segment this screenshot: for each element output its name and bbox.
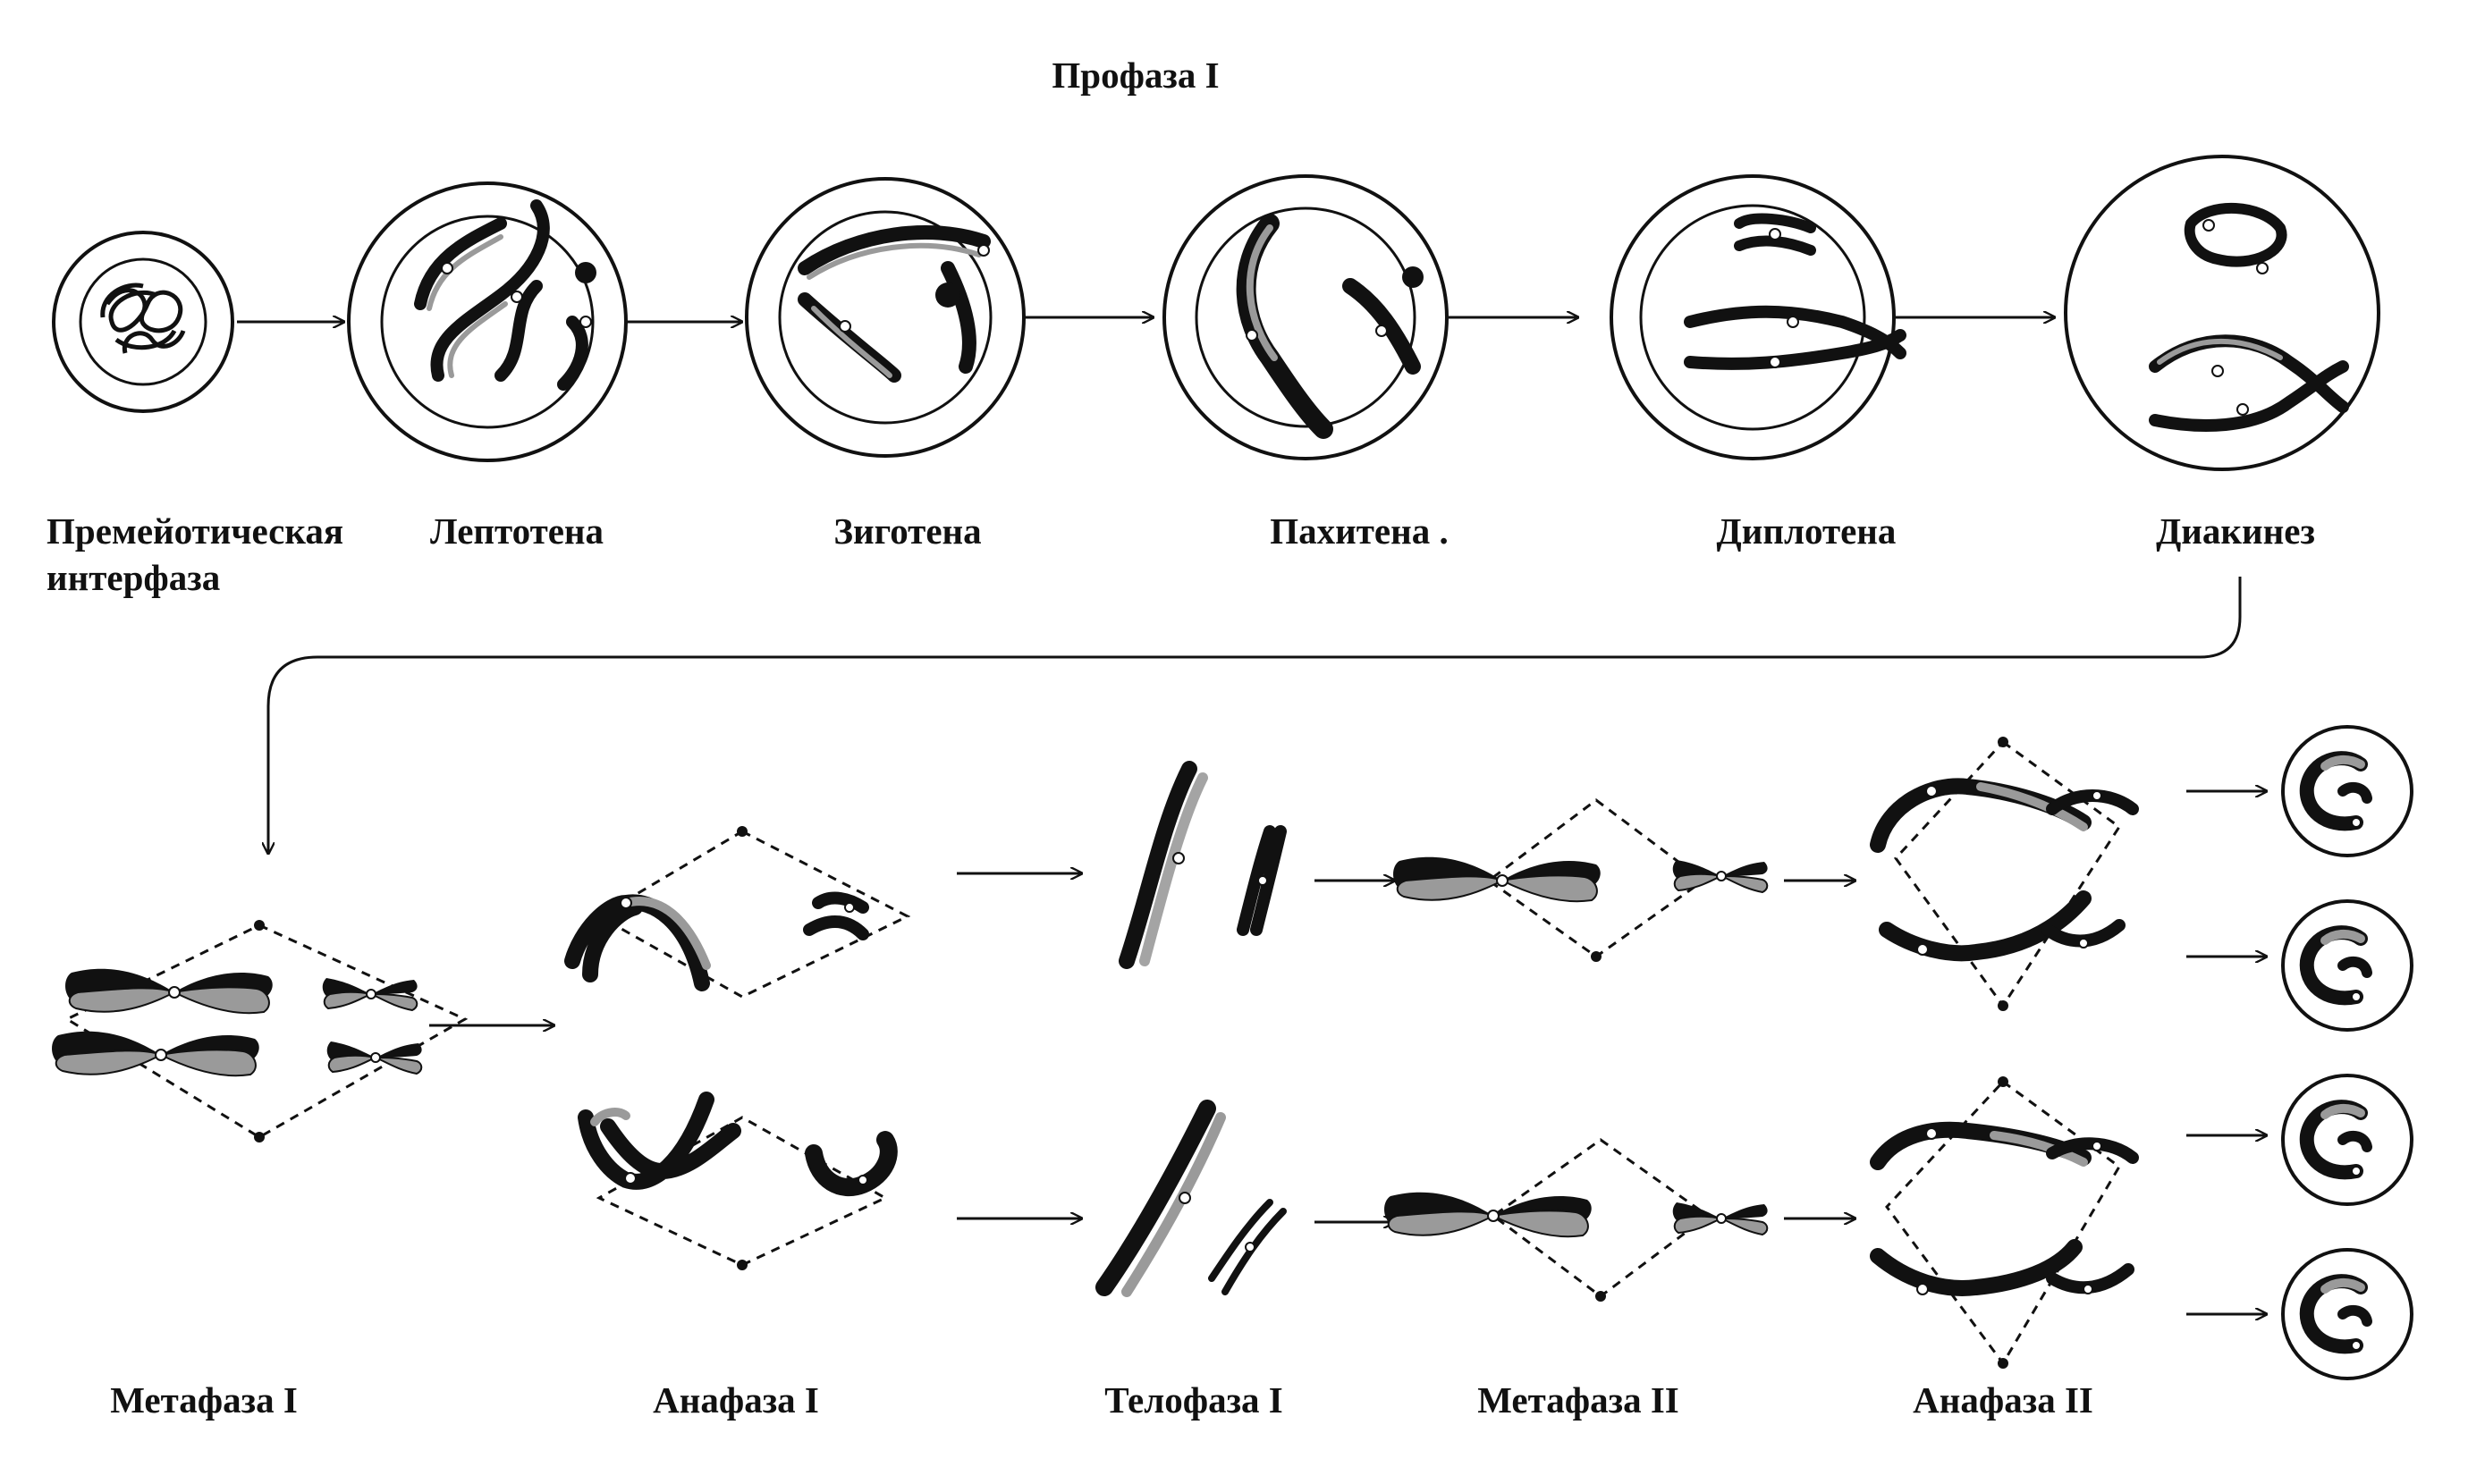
label-anaphase-2: Анафаза II [1913,1379,2093,1421]
anaphase-2-upper [1870,737,2139,1011]
gamete-2 [2281,899,2413,1032]
label-metaphase-2: Метафаза II [1477,1379,1679,1421]
gamete-1 [2281,725,2413,857]
anaphase-1-lower [578,1092,898,1270]
label-metaphase-1: Метафаза I [110,1379,298,1421]
label-zygotene: Зиготена [833,510,982,552]
prophase-1-title: Профаза I [1052,55,1220,96]
telophase-1-upper [1119,761,1287,969]
label-premeiotic: Премейотическая интерфаза [46,508,343,601]
metaphase-2-lower [1383,1138,1769,1302]
metaphase-2-upper [1392,798,1769,962]
gamete-3 [2281,1074,2413,1206]
anaphase-2-lower [1870,1076,2139,1369]
label-diplotene: Диплотена [1716,510,1897,552]
gamete-4 [2281,1248,2413,1380]
metaphase-1-figure [51,920,469,1143]
cell-premeiotic [52,231,234,413]
label-telophase-1: Телофаза I [1104,1379,1283,1421]
cell-pachytene [1162,174,1449,460]
label-premeiotic-line-2: интерфаза [46,557,221,598]
anaphase-1-upper [564,826,911,999]
cell-diplotene [1610,174,1906,460]
cell-diakinesis [2064,155,2380,471]
arrow-diakinesis-to-metaphase-1 [268,577,2242,854]
cell-leptotene [347,181,628,462]
label-premeiotic-line-1: Премейотическая [46,510,344,552]
label-pachytene: Пахитена . [1270,510,1449,552]
label-leptotene: Лептотена [429,510,604,552]
label-anaphase-1: Анафаза I [653,1379,819,1421]
telophase-1-lower [1095,1100,1287,1297]
label-diakinesis: Диакинез [2156,510,2315,552]
cell-zygotene [745,177,1026,458]
